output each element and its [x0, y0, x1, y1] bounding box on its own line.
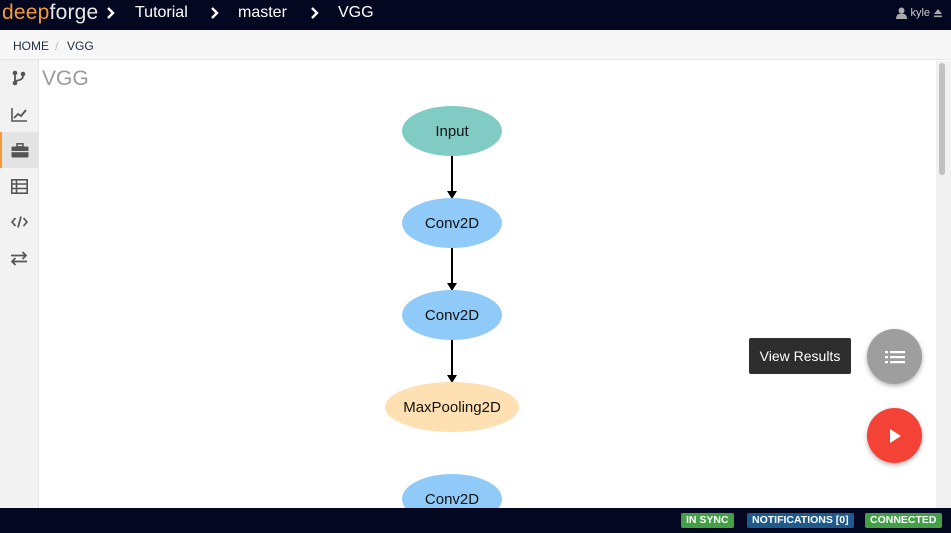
code-icon: [10, 216, 28, 228]
branch-icon: [12, 70, 26, 86]
status-bar: IN SYNC NOTIFICATIONS [0] CONNECTED: [0, 508, 951, 533]
username: kyle: [910, 7, 930, 19]
graph-node-conv2d[interactable]: Conv2D: [402, 474, 502, 508]
graph-node-shape: [385, 382, 519, 432]
vertical-scrollbar[interactable]: [936, 61, 951, 508]
graph-node-shape: [402, 198, 502, 248]
table-icon: [10, 178, 28, 194]
graph-node-shape: [402, 106, 502, 156]
chevron-right-icon: [211, 7, 219, 19]
sidebar-item-executions[interactable]: [0, 96, 38, 132]
line-chart-icon: [10, 107, 27, 122]
graph-node-label: MaxPooling2D: [403, 399, 501, 416]
play-icon: [889, 428, 901, 443]
run-pipeline-button[interactable]: [867, 408, 922, 463]
view-results-button[interactable]: [867, 329, 922, 384]
sidebar: [0, 60, 39, 508]
graph-node-label: Conv2D: [425, 491, 479, 508]
user-menu[interactable]: kyle: [896, 7, 943, 19]
chevron-right-icon: [107, 7, 115, 19]
crumb-node[interactable]: VGG: [338, 4, 374, 21]
briefcase-icon: [11, 142, 29, 157]
crumb-branch[interactable]: master: [238, 4, 287, 21]
graph-node-conv2d[interactable]: Conv2D: [402, 198, 502, 248]
sidebar-item-artifacts[interactable]: [0, 240, 38, 276]
graph-node-label: Conv2D: [425, 215, 479, 232]
breadcrumb-home[interactable]: HOME: [13, 39, 49, 53]
graph-node-maxpooling2d[interactable]: MaxPooling2D: [385, 382, 519, 432]
view-results-tooltip: View Results: [749, 338, 851, 374]
notifications-badge[interactable]: NOTIFICATIONS [0]: [747, 513, 854, 528]
breadcrumb: HOME / VGG: [0, 30, 951, 60]
graph-node-shape: [402, 474, 502, 508]
user-icon: [896, 7, 908, 19]
eject-icon: [934, 9, 942, 18]
top-bar: deepforge Tutorial master VGG kyle: [0, 0, 951, 30]
graph-node-label: Input: [435, 123, 469, 140]
deepforge-logo[interactable]: deepforge: [2, 1, 99, 24]
chevron-right-icon: [311, 7, 319, 19]
breadcrumb-separator: /: [55, 39, 59, 53]
graph-node-conv2d[interactable]: Conv2D: [402, 290, 502, 340]
sidebar-item-code[interactable]: [0, 204, 38, 240]
breadcrumb-current[interactable]: VGG: [67, 39, 94, 53]
in-sync-badge[interactable]: IN SYNC: [681, 513, 734, 528]
exchange-icon: [10, 250, 28, 266]
sidebar-item-resources[interactable]: [0, 168, 38, 204]
page-title: VGG: [42, 67, 89, 90]
sidebar-item-branches[interactable]: [0, 60, 38, 96]
crumb-project[interactable]: Tutorial: [135, 4, 188, 21]
graph-node-label: Conv2D: [425, 307, 479, 324]
graph-node-input[interactable]: Input: [402, 106, 502, 156]
list-icon: [884, 350, 905, 363]
graph-node-shape: [402, 290, 502, 340]
connected-badge[interactable]: CONNECTED: [865, 513, 942, 528]
sidebar-item-pipelines[interactable]: [0, 132, 38, 168]
scrollbar-thumb[interactable]: [939, 63, 945, 175]
